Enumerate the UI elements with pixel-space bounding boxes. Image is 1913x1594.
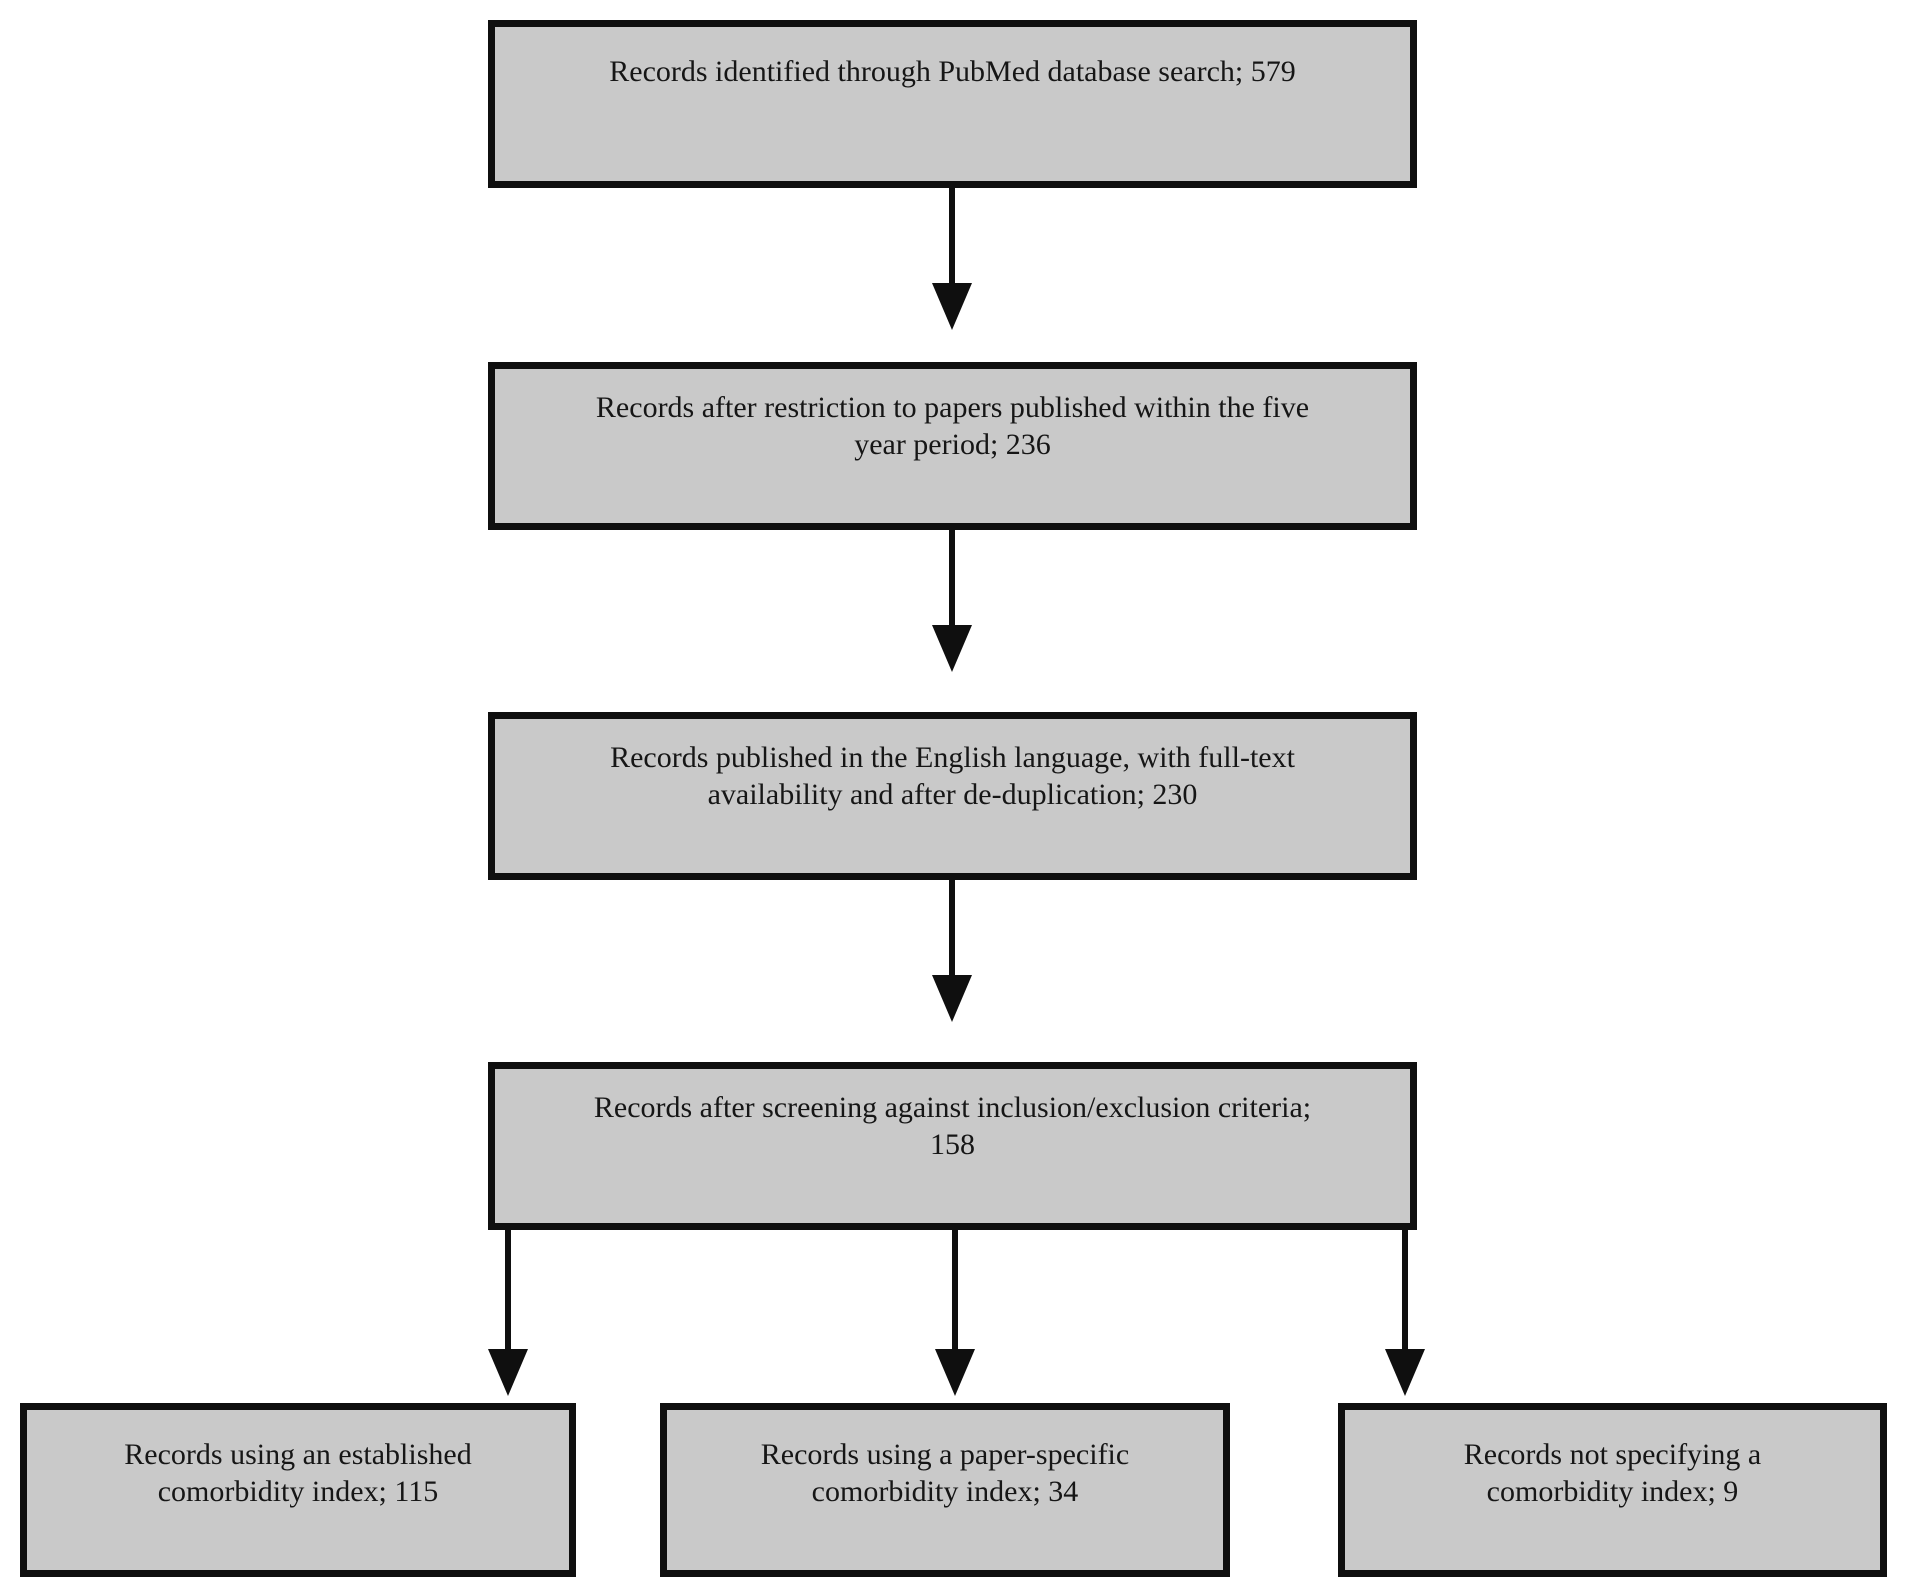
node-no-comorbidity-index: Records not specifying a comorbidity ind… (1338, 1403, 1887, 1577)
arrow-head-icon (935, 1349, 975, 1396)
down-arrow-identified-to-restricted (931, 188, 973, 330)
arrow-head-icon (1385, 1349, 1425, 1396)
arrow-stem (505, 1230, 511, 1350)
branch-arrow-middle (934, 1230, 976, 1396)
node-records-restricted: Records after restriction to papers publ… (488, 362, 1417, 530)
down-arrow-restricted-to-english (931, 530, 973, 672)
branch-arrow-right (1384, 1230, 1426, 1396)
arrow-stem (949, 530, 955, 626)
arrow-head-icon (932, 283, 972, 330)
branch-arrow-left (487, 1230, 529, 1396)
arrow-stem (1402, 1230, 1408, 1350)
arrow-head-icon (488, 1349, 528, 1396)
node-records-screened: Records after screening against inclusio… (488, 1062, 1417, 1230)
arrow-head-icon (932, 625, 972, 672)
arrow-head-icon (932, 975, 972, 1022)
node-paper-specific-comorbidity-index: Records using a paper-specific comorbidi… (660, 1403, 1230, 1577)
down-arrow-english-to-screened (931, 880, 973, 1022)
arrow-stem (949, 880, 955, 976)
node-records-identified: Records identified through PubMed databa… (488, 20, 1417, 188)
node-records-english-fulltext: Records published in the English languag… (488, 712, 1417, 880)
arrow-stem (949, 188, 955, 284)
arrow-stem (952, 1230, 958, 1350)
node-established-comorbidity-index: Records using an established comorbidity… (20, 1403, 576, 1577)
